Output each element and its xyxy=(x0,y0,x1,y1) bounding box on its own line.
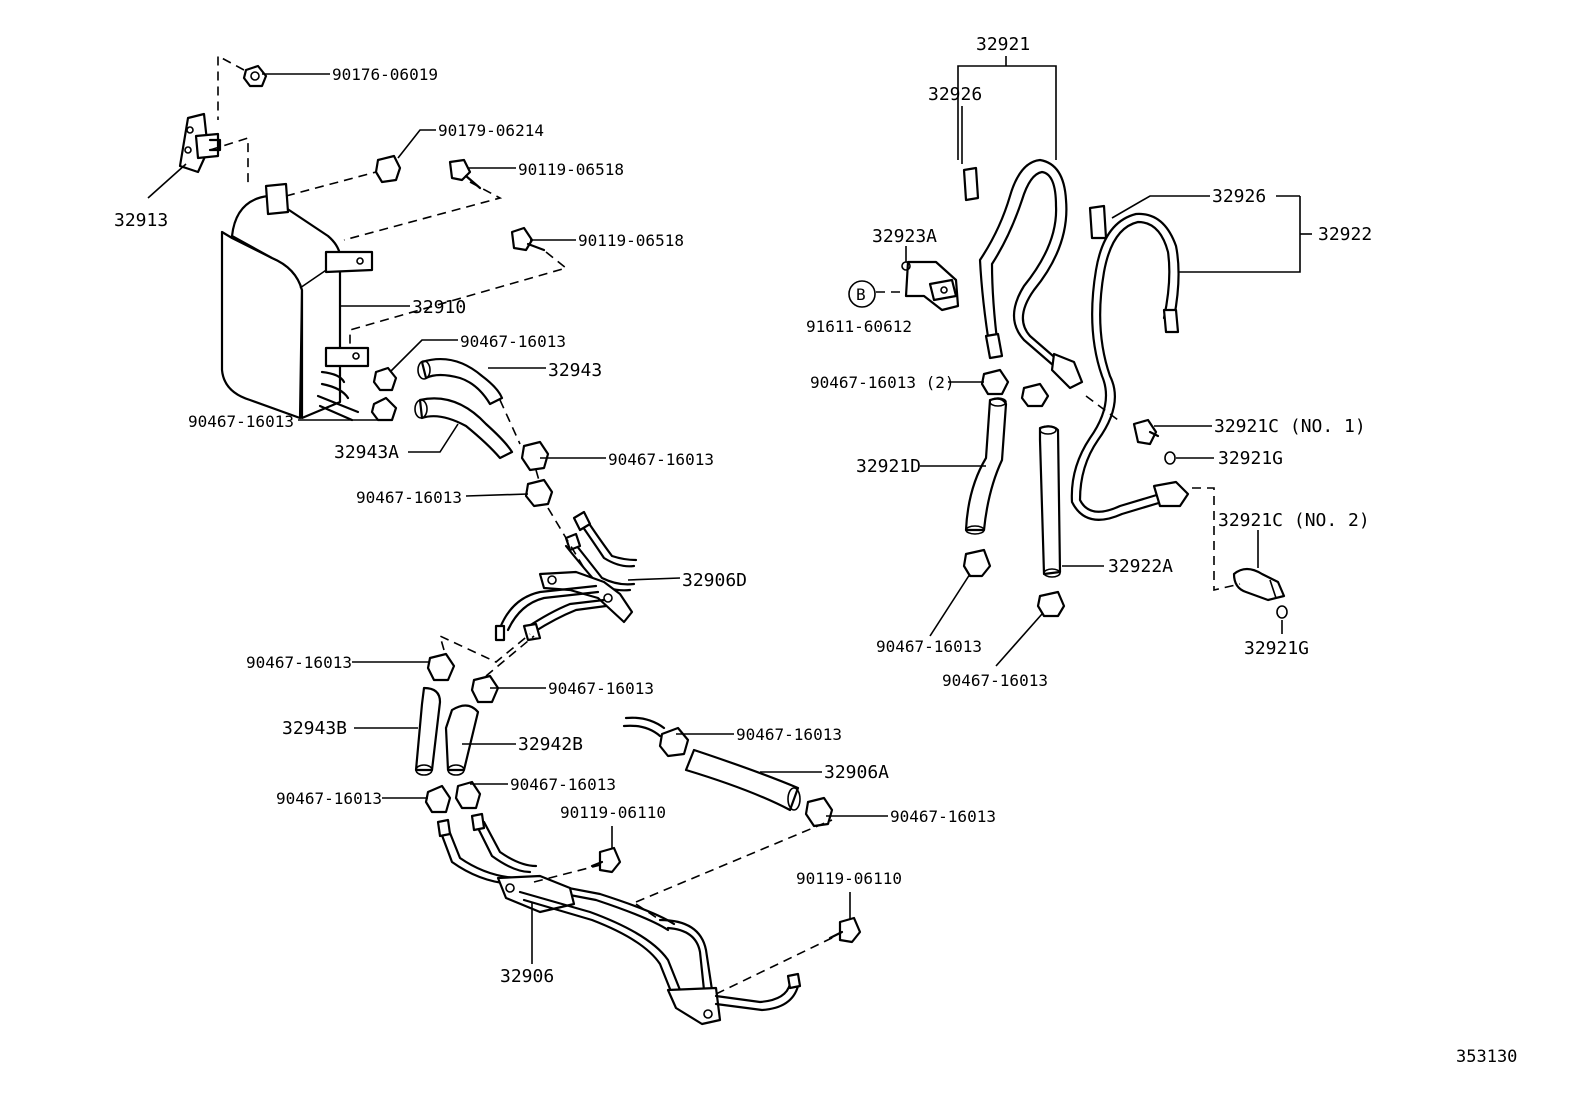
clamp-left-1 xyxy=(372,366,398,392)
label-90467-16013-c4: 90467-16013 xyxy=(356,488,462,507)
hose-32943B xyxy=(414,686,442,776)
label-90176-06019: 90176-06019 xyxy=(332,65,438,84)
oil-cooler-32910 xyxy=(220,182,374,422)
clamp-low-2 xyxy=(470,674,500,704)
label-32922: 32922 xyxy=(1318,224,1372,245)
label-90467-16013-c7: 90467-16013 xyxy=(510,775,616,794)
bolt-90179-06214 xyxy=(374,154,402,184)
label-b: B xyxy=(856,285,866,304)
label-90467-16013-c9: 90467-16013 xyxy=(736,725,842,744)
label-90467-16013-c12: 90467-16013 xyxy=(942,671,1048,690)
pipe-32906D xyxy=(494,510,638,642)
clamp-low-3 xyxy=(424,784,452,814)
clamp-right-1 xyxy=(980,368,1010,396)
clamp-mid-2 xyxy=(524,478,554,508)
label-90119-06110-a: 90119-06110 xyxy=(560,803,666,822)
label-90119-06518-a: 90119-06518 xyxy=(518,160,624,179)
hose-32943A xyxy=(414,397,514,460)
pipe-32906 xyxy=(436,812,802,1026)
label-32942B: 32942B xyxy=(518,734,583,755)
label-32921D: 32921D xyxy=(856,456,921,477)
label-32906: 32906 xyxy=(500,966,554,987)
dashed-lines-right xyxy=(1085,395,1241,592)
hose-32943 xyxy=(417,358,504,406)
bolt-90119-06518-b xyxy=(510,226,546,252)
nut-90176-06019 xyxy=(242,64,268,88)
label-32921G-a: 32921G xyxy=(1218,448,1283,469)
union-32921C-no1 xyxy=(1132,418,1160,446)
label-90119-06110-b: 90119-06110 xyxy=(796,869,902,888)
bracket-lines-right xyxy=(957,56,1312,273)
label-90467-16013-c8: 90467-16013 xyxy=(276,789,382,808)
gasket-32921G-a xyxy=(1164,451,1176,465)
bolt-90119-06110-b xyxy=(828,916,862,944)
label-90119-06518-b: 90119-06518 xyxy=(578,231,684,250)
illustration-reference-number: 353130 xyxy=(1456,1047,1517,1067)
bolt-90119-06110-a xyxy=(590,846,622,874)
clamp-right-4 xyxy=(1036,590,1066,618)
label-90467-16013-c3: 90467-16013 xyxy=(608,450,714,469)
label-32943B: 32943B xyxy=(282,718,347,739)
clamp-right-3 xyxy=(962,548,992,578)
label-90467-16013-c5: 90467-16013 xyxy=(246,653,352,672)
label-32926-a: 32926 xyxy=(928,84,982,105)
clamp-low-4 xyxy=(454,780,482,810)
clamp-right-2 xyxy=(1020,382,1050,408)
label-90467-16013-c10: 90467-16013 xyxy=(890,807,996,826)
label-32910: 32910 xyxy=(412,297,466,318)
label-90467-16013-c1: 90467-16013 xyxy=(460,332,566,351)
union-32921C-no2 xyxy=(1232,567,1286,602)
label-91611-60612: 91611-60612 xyxy=(806,317,912,336)
bolt-90119-06518-a xyxy=(448,158,482,190)
clamp-low-1 xyxy=(426,652,456,682)
pipe-32922 xyxy=(1070,204,1190,521)
label-32921: 32921 xyxy=(976,34,1030,55)
gasket-32921G-b xyxy=(1276,605,1288,619)
label-32906A: 32906A xyxy=(824,762,889,783)
label-32943A: 32943A xyxy=(334,442,399,463)
hose-32906A xyxy=(622,716,834,828)
bracket-32913 xyxy=(178,112,222,174)
part-labels: 90176-06019 32913 90179-06214 90119-0651… xyxy=(114,34,1517,1067)
label-32922A: 32922A xyxy=(1108,556,1173,577)
label-90467-16013-2: 90467-16013 (2) xyxy=(810,373,955,392)
hose-32921D xyxy=(964,397,1008,535)
pipe-32921 xyxy=(962,158,1084,390)
leader-lines-left xyxy=(147,73,888,964)
label-32906D: 32906D xyxy=(682,570,747,591)
label-90467-16013-c2: 90467-16013 xyxy=(188,412,294,431)
leader-lines-right xyxy=(920,106,1283,667)
label-32923A: 32923A xyxy=(872,226,937,247)
bracket-32923A xyxy=(876,246,960,312)
label-90467-16013-c11: 90467-16013 xyxy=(876,637,982,656)
label-32913: 32913 xyxy=(114,210,168,231)
label-32921G-b: 32921G xyxy=(1244,638,1309,659)
label-32926-b: 32926 xyxy=(1212,186,1266,207)
clamp-mid-1 xyxy=(520,440,550,472)
dashed-lines-left xyxy=(209,54,837,995)
label-90467-16013-c6: 90467-16013 xyxy=(548,679,654,698)
hose-32942B xyxy=(444,704,480,776)
clamp-left-2 xyxy=(370,396,398,422)
hose-32922A xyxy=(1038,425,1062,578)
label-90179-06214: 90179-06214 xyxy=(438,121,544,140)
reference-circle-b xyxy=(848,280,876,308)
label-32921C-no2: 32921C (NO. 2) xyxy=(1218,510,1370,531)
label-32921C-no1: 32921C (NO. 1) xyxy=(1214,416,1366,437)
label-32943: 32943 xyxy=(548,360,602,381)
